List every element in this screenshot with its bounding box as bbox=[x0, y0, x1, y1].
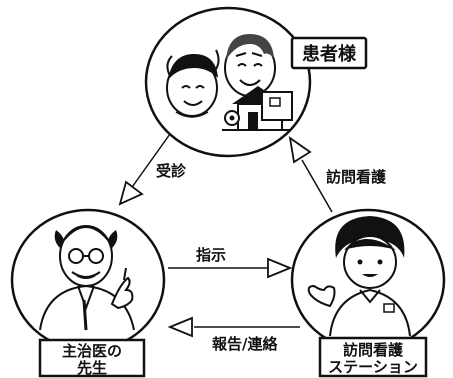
edge-label-consultation: 受診 bbox=[156, 162, 187, 180]
nurse-icon bbox=[307, 216, 411, 337]
doctor-icon bbox=[39, 225, 135, 331]
edge-label-instruction: 指示 bbox=[196, 246, 226, 264]
patient-label-box: 患者様 bbox=[290, 36, 368, 70]
edge-report: 報告/連絡 bbox=[167, 316, 300, 353]
doctor-node: 主治医の 先生 bbox=[10, 208, 166, 378]
house-icon bbox=[222, 86, 293, 131]
station-label-box: 訪問看護 ステーション bbox=[318, 336, 428, 378]
edge-instruction: 指示 bbox=[168, 246, 293, 279]
station-label-line1: 訪問看護 bbox=[343, 341, 404, 359]
station-node: 訪問看護 ステーション bbox=[290, 208, 446, 378]
elderly-woman-icon bbox=[166, 49, 220, 118]
edge-label-report: 報告/連絡 bbox=[212, 335, 278, 353]
arrowhead-report bbox=[167, 316, 193, 338]
patient-label: 患者様 bbox=[302, 43, 357, 65]
station-label-line2: ステーション bbox=[328, 358, 418, 376]
doctor-label-box: 主治医の 先生 bbox=[38, 338, 146, 378]
edge-label-visit-nursing: 訪問看護 bbox=[326, 168, 387, 186]
elderly-man-icon bbox=[224, 34, 276, 97]
arrowhead-instruction bbox=[267, 257, 293, 279]
arrowhead-consultation bbox=[118, 180, 144, 206]
edge-visit-nursing: 訪問看護 bbox=[288, 136, 387, 213]
doctor-label-line2: 先生 bbox=[77, 359, 107, 377]
patient-node: 患者様 bbox=[144, 6, 368, 158]
edge-consultation: 受診 bbox=[118, 133, 187, 206]
doctor-label-line1: 主治医の bbox=[62, 342, 122, 360]
arrowhead-visit-nursing bbox=[288, 136, 312, 164]
